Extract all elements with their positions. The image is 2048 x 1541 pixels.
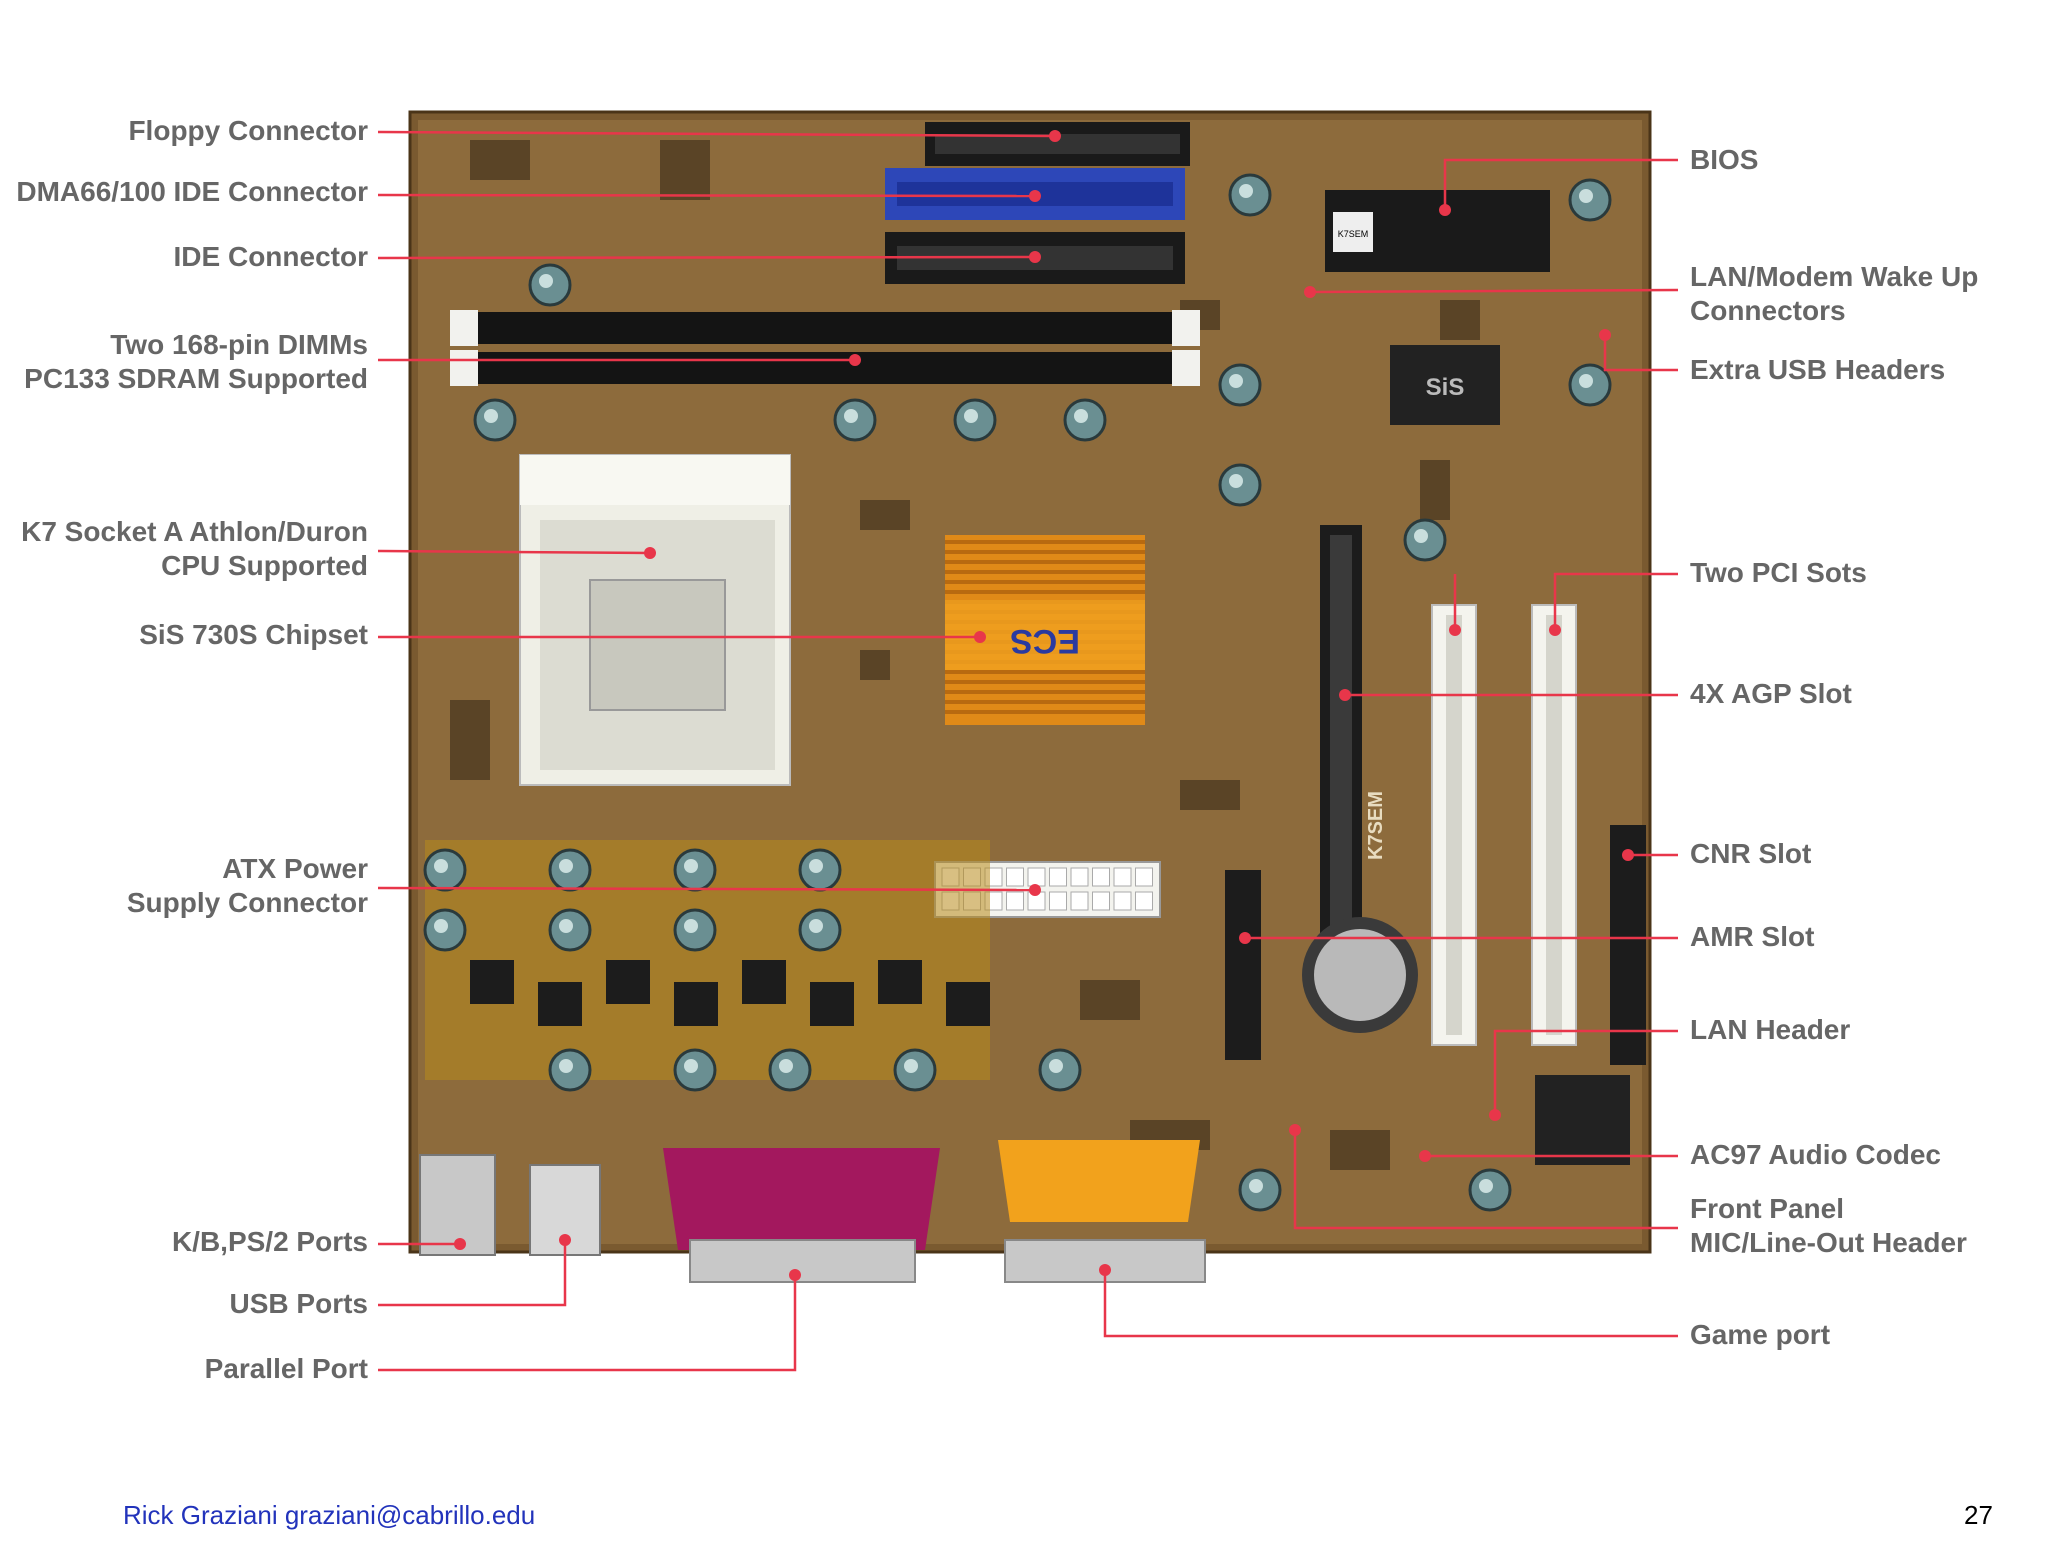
leader-game [1103, 1270, 1678, 1338]
floppy-connector [925, 122, 1190, 166]
label-front-panel-header: Front Panel MIC/Line-Out Header [1690, 1193, 1967, 1258]
label-extra-usb-headers: Extra USB Headers [1690, 354, 1946, 385]
agp-slot: K7SEM [1320, 525, 1387, 950]
dimm-slots [450, 310, 1200, 386]
leader-lan-wake [1309, 288, 1679, 294]
leader-bios [1443, 158, 1678, 210]
label-chipset: SiS 730S Chipset [139, 619, 368, 650]
leader-front-panel-dot [1289, 1124, 1301, 1136]
label-dma-ide-connector: DMA66/100 IDE Connector [16, 176, 368, 207]
leader-atx-dot [1029, 884, 1041, 896]
leader-cnr-dot [1622, 849, 1634, 861]
leader-ide-dot [1029, 251, 1041, 263]
kb-ps2-ports [419, 1154, 496, 1256]
leader-lines [377, 130, 1679, 1372]
bios-chip: K7SEM [1325, 190, 1550, 272]
label-usb-ports: USB Ports [229, 1288, 368, 1319]
label-atx-power: ATX Power Supply Connector [126, 853, 368, 918]
label-bios: BIOS [1690, 144, 1759, 175]
leader-usb-headers-dot [1599, 329, 1611, 341]
leader-agp-dot [1339, 689, 1351, 701]
leader-floppy [377, 130, 1056, 138]
sis-chip: SiS [1390, 345, 1500, 425]
leader-parallel-dot [789, 1269, 801, 1281]
leader-front-panel [1293, 1130, 1678, 1230]
chipset-heatsink: ECS [945, 535, 1145, 725]
pci-slots [1431, 604, 1577, 1046]
vrm-area [423, 173, 1612, 1212]
sis-chip-logo: SiS [1426, 374, 1465, 401]
leader-ac97-dot [1419, 1150, 1431, 1162]
label-parallel-port: Parallel Port [204, 1353, 368, 1384]
leader-lan-wake-dot [1304, 286, 1316, 298]
label-cpu-socket: K7 Socket A Athlon/Duron CPU Supported [21, 516, 368, 581]
label-lan-modem-wake-up: LAN/Modem Wake Up Connectors [1690, 261, 1979, 326]
game-port [998, 1140, 1206, 1283]
leader-ide [377, 255, 1036, 260]
label-floppy-connector: Floppy Connector [128, 115, 368, 146]
leader-socket [377, 549, 651, 555]
leader-atx [377, 886, 1036, 892]
leader-amr-dot [1239, 932, 1251, 944]
label-ac97-audio-codec: AC97 Audio Codec [1690, 1139, 1941, 1170]
label-lan-header: LAN Header [1690, 1014, 1851, 1045]
amr-slot [1225, 870, 1261, 1060]
leader-bios-dot [1439, 204, 1451, 216]
parallel-port [663, 1148, 940, 1283]
leader-usb [378, 1240, 567, 1307]
label-agp-slot: 4X AGP Slot [1690, 678, 1852, 709]
footer-author: Rick Graziani graziani@cabrillo.edu [123, 1500, 536, 1530]
leader-floppy-dot [1049, 130, 1061, 142]
label-game-port: Game port [1690, 1319, 1831, 1350]
label-kb-ps2-ports: K/B,PS/2 Ports [171, 1226, 368, 1257]
page-number: 27 [1964, 1500, 1993, 1530]
leader-dma-ide-dot [1029, 190, 1041, 202]
leader-game-dot [1099, 1264, 1111, 1276]
leader-kb-ps2-dot [454, 1238, 466, 1250]
leader-dma-ide [377, 193, 1036, 198]
label-pci-slots: Two PCI Sots [1690, 557, 1867, 588]
leader-usb-headers [1603, 335, 1678, 372]
chipset-logo: ECS [1010, 622, 1080, 660]
bios-chip-label: K7SEM [1338, 229, 1369, 239]
leader-pci-2-dot [1449, 624, 1461, 636]
label-cnr-slot: CNR Slot [1690, 838, 1812, 869]
leader-dimm-dot [849, 354, 861, 366]
label-dimm-slots: Two 168-pin DIMMs PC133 SDRAM Supported [24, 329, 368, 394]
leader-lan-header [1493, 1029, 1678, 1115]
leader-pci-dot [1549, 624, 1561, 636]
leader-socket-dot [644, 547, 656, 559]
leader-pci [1553, 572, 1678, 630]
label-amr-slot: AMR Slot [1690, 921, 1815, 952]
ac97-codec-chip [1535, 1075, 1630, 1165]
leader-chipset-dot [974, 631, 986, 643]
board-model: K7SEM [1365, 791, 1387, 860]
leader-usb-dot [559, 1234, 571, 1246]
leader-parallel [378, 1275, 797, 1372]
cpu-socket [519, 454, 791, 786]
cnr-slot [1610, 825, 1646, 1065]
cmos-battery [1302, 917, 1418, 1033]
label-ide-connector: IDE Connector [173, 241, 368, 272]
leader-lan-header-dot [1489, 1109, 1501, 1121]
